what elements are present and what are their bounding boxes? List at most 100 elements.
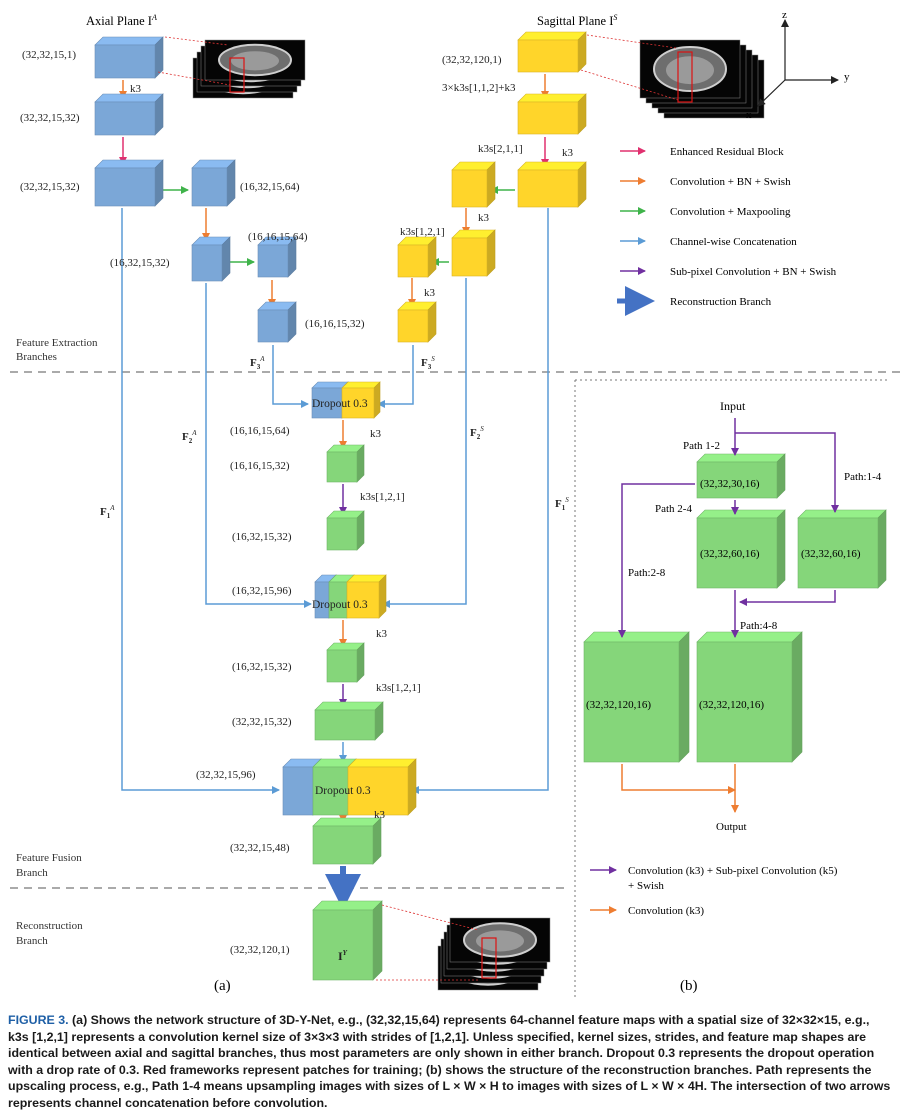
axial-block-3 (94, 159, 164, 207)
axial-block-7 (257, 301, 297, 343)
pb-box1 (696, 453, 786, 499)
legend-a-item: Convolution + BN + Swish (620, 176, 791, 188)
pb-path-1-2: Path 1-2 (683, 440, 720, 452)
pb-box1-label: (32,32,30,16) (700, 478, 760, 490)
feature-map-blocks (94, 31, 587, 981)
pb-box4 (583, 631, 690, 763)
f1a-concat (121, 208, 280, 794)
shape-f5: (16,32,15,32) (232, 661, 292, 673)
mri-image-stacks (157, 34, 765, 991)
feature-fusion-label-2: Branch (16, 867, 48, 879)
axial-block-6 (257, 236, 297, 278)
shape-f6: (32,32,15,32) (232, 716, 292, 728)
op-s-3k3s: 3×k3s[1,1,2]+k3 (442, 82, 516, 94)
legend-a-label: Convolution + Maxpooling (670, 206, 791, 218)
pb-box5-label: (32,32,120,16) (699, 699, 764, 711)
pb-box5 (696, 631, 803, 763)
feature-iy: IY (338, 949, 348, 963)
fusion-block-d (314, 701, 384, 741)
sagittal-block-7 (397, 301, 437, 343)
shape-f4: (16,32,15,96) (232, 585, 292, 597)
pb-path-2-8: Path:2-8 (628, 567, 666, 579)
output-block (312, 900, 383, 981)
shape-a3: (32,32,15,32) (20, 181, 80, 193)
caption-figure-label: FIGURE 3. (8, 1013, 69, 1027)
pb-box4-label: (32,32,120,16) (586, 699, 651, 711)
fusion-block-c (326, 642, 365, 683)
fusion1-yellow (341, 381, 381, 419)
shape-a2: (32,32,15,32) (20, 112, 80, 124)
op-s-k3s211: k3s[2,1,1] (478, 143, 523, 155)
shape-a4: (16,32,15,64) (240, 181, 300, 193)
network-diagram: z y x Enhanced Residual BlockConvolution… (10, 9, 900, 1000)
section-labels: Feature Extraction Branches Feature Fusi… (16, 337, 98, 947)
op-f-k3-3: k3 (374, 809, 386, 821)
axis-z-label: z (782, 9, 787, 21)
section-separators (10, 371, 900, 1000)
reconstruction-label-2: Branch (16, 935, 48, 947)
sagittal-block-4 (451, 161, 496, 208)
fusion2-yellow (346, 574, 387, 619)
shape-f3: (16,32,15,32) (232, 531, 292, 543)
fusion3-yellow (347, 758, 417, 816)
pb-input: Input (720, 399, 746, 413)
shape-f1: (16,16,15,64) (230, 425, 290, 437)
caption-text: (a) Shows the network structure of 3D-Y-… (8, 1013, 891, 1110)
op-f-k3-2: k3 (376, 628, 388, 640)
axis-x-label: x (746, 109, 752, 121)
fusion-block-a (326, 444, 365, 483)
feature-f1s: F1S (555, 496, 569, 512)
sagittal-block-6 (397, 236, 437, 278)
legend-a-item: Reconstruction Branch (617, 286, 772, 316)
diagram-labels: (32,32,15,1) (32,32,15,32) (32,32,15,32) (1… (20, 49, 574, 963)
pb-path-2-4: Path 2-4 (655, 503, 692, 515)
feature-f1a: F1A (100, 504, 115, 520)
axial-plane-title: Axial Plane IA (86, 13, 157, 28)
feature-f2s: F2S (470, 425, 484, 441)
output-image-stack (437, 917, 551, 991)
op-f-k3s-2: k3s[1,2,1] (376, 682, 421, 694)
feature-f3a: F3A (250, 355, 265, 371)
shape-f2: (16,16,15,32) (230, 460, 290, 472)
shape-f7: (32,32,15,96) (196, 769, 256, 781)
sagittal-image-stack (639, 39, 765, 119)
pb-box3 (797, 509, 887, 589)
op-f-k3-1: k3 (370, 428, 382, 440)
f2s-concat (382, 278, 467, 608)
sagittal-block-2 (517, 93, 587, 135)
legend-a-label: Channel-wise Concatenation (670, 236, 797, 248)
shape-a1: (32,32,15,1) (22, 49, 76, 61)
shape-r1: (32,32,120,1) (230, 944, 290, 956)
fusion-block-e (312, 817, 382, 865)
dropout-label-2: Dropout 0.3 (312, 599, 368, 611)
dropout-label-3: Dropout 0.3 (315, 785, 371, 797)
axial-block-4 (191, 159, 236, 207)
sagittal-plane-title: Sagittal Plane IS (537, 13, 617, 28)
axial-block-5 (191, 236, 231, 282)
op-a-k3: k3 (130, 83, 142, 95)
sagittal-block-5 (451, 229, 496, 277)
legend-a-item: Channel-wise Concatenation (620, 236, 797, 248)
legend-a-label: Convolution + BN + Swish (670, 176, 791, 188)
legend-a-label: Reconstruction Branch (670, 296, 772, 308)
pb-output: Output (716, 821, 747, 833)
op-f-k3s-1: k3s[1,2,1] (360, 491, 405, 503)
feature-fusion-label-1: Feature Fusion (16, 852, 82, 864)
shape-a6: (16,16,15,64) (248, 231, 308, 243)
pb-box3-label: (32,32,60,16) (801, 548, 861, 560)
reconstruction-label-1: Reconstruction (16, 920, 83, 932)
f3s-concat (377, 345, 414, 408)
op-s-k3-mid: k3 (478, 212, 490, 224)
shape-s1: (32,32,120,1) (442, 54, 502, 66)
axial-block-input (94, 36, 164, 79)
feature-f2a: F2A (182, 429, 197, 445)
pb-box2 (696, 509, 786, 589)
legend-a-label: Sub-pixel Convolution + BN + Swish (670, 266, 837, 278)
feature-f3s: F3S (421, 355, 435, 371)
legend-a-item: Sub-pixel Convolution + BN + Swish (620, 266, 837, 278)
legend-a-item: Convolution + Maxpooling (620, 206, 791, 218)
axial-image-stack (192, 39, 306, 99)
sagittal-block-input (517, 31, 587, 73)
shape-f8: (32,32,15,48) (230, 842, 290, 854)
